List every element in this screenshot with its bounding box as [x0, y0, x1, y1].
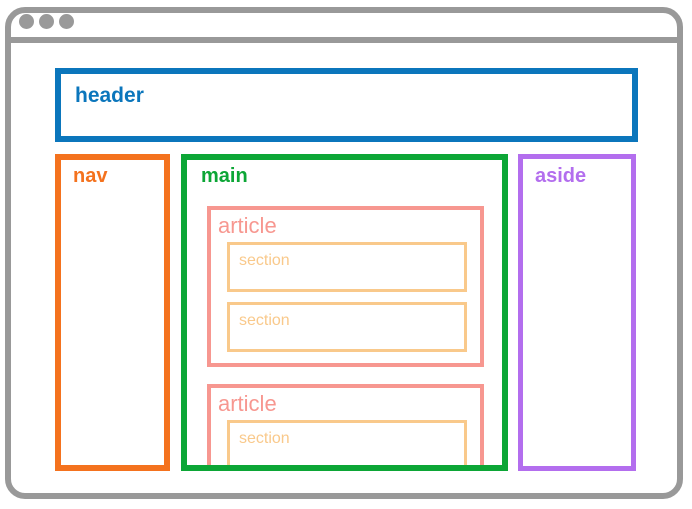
main-element-box: main article section section article sec… — [181, 154, 508, 471]
article-label: article — [218, 213, 277, 238]
section-element-box-1a: section — [227, 242, 467, 292]
section-element-box-1b: section — [227, 302, 467, 352]
aside-element-box: aside — [518, 154, 636, 471]
article-label: article — [218, 391, 277, 416]
section-label: section — [239, 430, 290, 447]
window-close-dot-icon — [19, 14, 34, 29]
main-label: main — [201, 165, 248, 187]
section-label: section — [239, 252, 290, 269]
window-minimize-dot-icon — [39, 14, 54, 29]
nav-label: nav — [73, 165, 108, 187]
window-maximize-dot-icon — [59, 14, 74, 29]
window-titlebar — [11, 13, 677, 43]
article-element-box-1: article section section — [207, 206, 484, 367]
nav-element-box: nav — [55, 154, 170, 471]
browser-window-frame: header nav main article section section … — [5, 7, 683, 499]
header-element-box: header — [55, 68, 638, 142]
header-label: header — [75, 84, 144, 107]
aside-label: aside — [535, 165, 587, 187]
section-element-box-2a: section — [227, 420, 467, 465]
section-label: section — [239, 312, 290, 329]
article-element-box-2: article section — [207, 384, 484, 465]
